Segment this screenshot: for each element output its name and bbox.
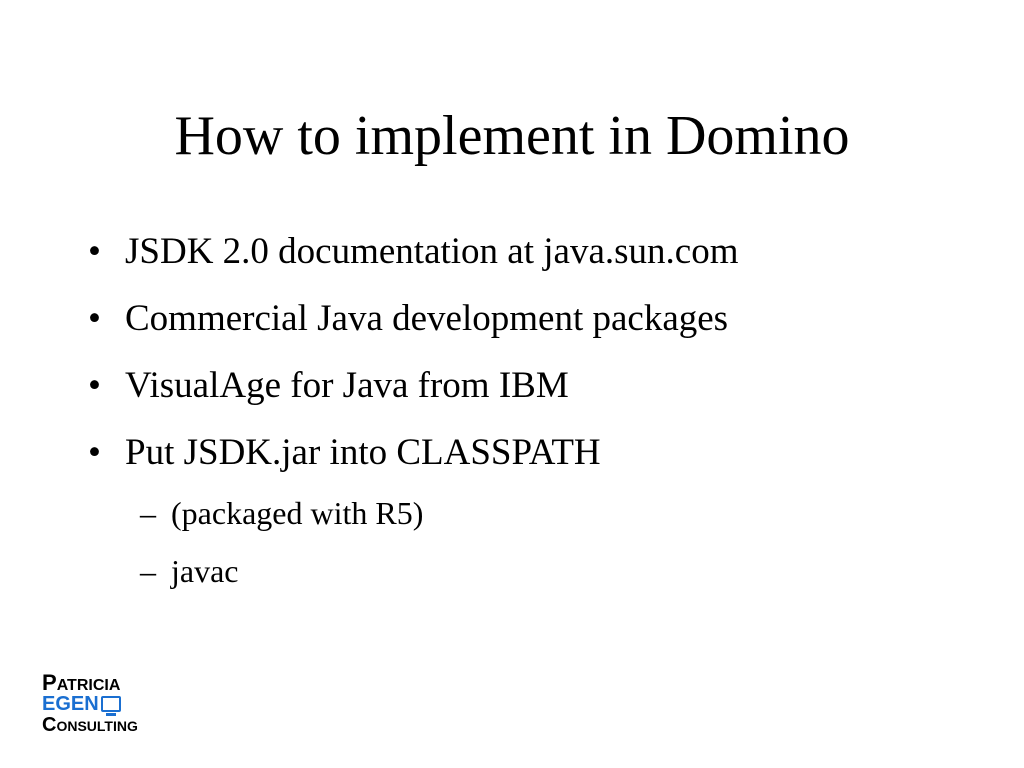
sub-bullet-marker: – [140, 495, 156, 531]
bullet-item: • VisualAge for Java from IBM [88, 364, 988, 408]
computer-monitor-icon [100, 696, 121, 716]
bullet-marker: • [88, 298, 101, 339]
slide-title: How to implement in Domino [174, 105, 850, 167]
logo-line-consulting: CONSULTING [42, 714, 138, 736]
bullet-marker: • [88, 231, 101, 272]
sub-bullet-text: (packaged with R5) [171, 495, 424, 531]
company-logo: PATRICIA EGEN CONSULTING [42, 670, 152, 736]
bullet-item: • JSDK 2.0 documentation at java.sun.com [88, 230, 988, 274]
bullet-text: VisualAge for Java from IBM [125, 365, 569, 406]
sub-bullet-list: –(packaged with R5) –javac [140, 493, 423, 609]
logo-line-patricia: PATRICIA [42, 670, 121, 695]
sub-bullet-marker: – [140, 553, 156, 589]
bullet-marker: • [88, 432, 101, 473]
sub-bullet-text: javac [171, 553, 239, 589]
bullet-marker: • [88, 365, 101, 406]
bullet-item: • Put JSDK.jar into CLASSPATH [88, 431, 988, 475]
bullet-text: JSDK 2.0 documentation at java.sun.com [125, 231, 739, 272]
bullet-list: • JSDK 2.0 documentation at java.sun.com… [88, 230, 988, 498]
sub-bullet-item: –(packaged with R5) [140, 493, 423, 533]
bullet-text: Commercial Java development packages [125, 298, 729, 339]
logo-line-egen: EGEN [42, 694, 121, 716]
sub-bullet-item: –javac [140, 551, 423, 591]
bullet-text: Put JSDK.jar into CLASSPATH [125, 432, 601, 473]
bullet-item: • Commercial Java development packages [88, 297, 988, 341]
